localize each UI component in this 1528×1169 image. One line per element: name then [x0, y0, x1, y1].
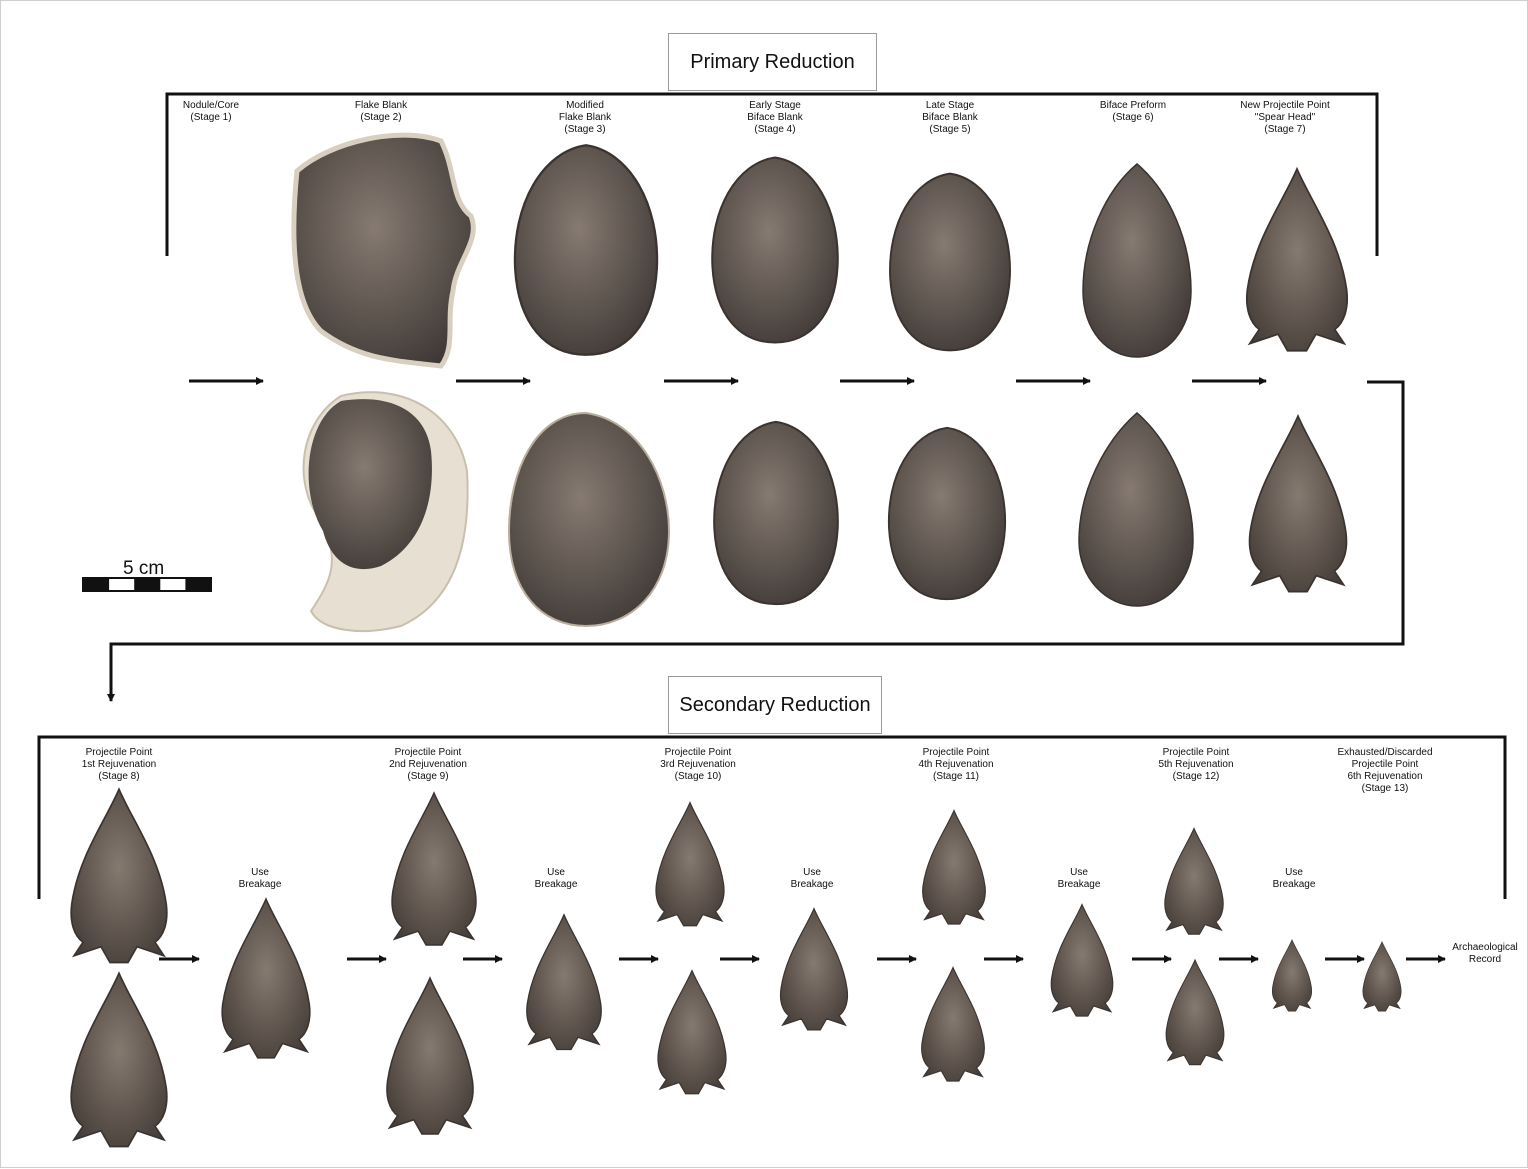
use-breakage-label: Use Breakage: [215, 867, 305, 891]
stage9-broken-point: [527, 915, 601, 1050]
early-biface-reverse-specimen: [714, 422, 838, 604]
secondary-specimens: [71, 789, 1401, 1146]
stage13-exhausted-point: [1363, 942, 1401, 1011]
secondary-reduction-title: Secondary Reduction: [668, 676, 882, 734]
stage11-point-bottom: [922, 967, 985, 1081]
primary-bottom-specimens: [304, 392, 1347, 631]
scale-label: 5 cm: [123, 558, 164, 580]
late-biface-blank-specimen: [890, 174, 1010, 351]
stage-8-label: Projectile Point 1st Rejuvenation (Stage…: [49, 747, 189, 783]
stage12-point-top: [1165, 828, 1223, 934]
stage-6-label: Biface Preform (Stage 6): [1063, 100, 1203, 124]
stage12-broken-point: [1272, 940, 1311, 1011]
stage-11-label: Projectile Point 4th Rejuvenation (Stage…: [886, 747, 1026, 783]
primary-top-specimens: [294, 135, 1347, 366]
stage-1-label: Nodule/Core (Stage 1): [141, 100, 281, 124]
stage-2-label: Flake Blank (Stage 2): [311, 100, 451, 124]
late-biface-reverse-specimen: [889, 428, 1005, 599]
stage12-point-bottom: [1166, 960, 1224, 1065]
modified-flake-blank-specimen: [515, 145, 657, 354]
new-projectile-point-specimen: [1247, 169, 1347, 351]
use-breakage-label: Use Breakage: [767, 867, 857, 891]
use-breakage-label: Use Breakage: [1249, 867, 1339, 891]
use-breakage-label: Use Breakage: [511, 867, 601, 891]
stage9-point-top: [392, 793, 476, 945]
stage8-broken-point: [222, 899, 310, 1058]
stage10-point-top: [656, 803, 724, 926]
stage11-point-top: [923, 810, 986, 924]
stage10-point-bottom: [658, 971, 726, 1094]
stage-12-label: Projectile Point 5th Rejuvenation (Stage…: [1126, 747, 1266, 783]
stage10-broken-point: [781, 909, 848, 1030]
flake-blank-specimen: [294, 135, 473, 366]
use-breakage-label: Use Breakage: [1034, 867, 1124, 891]
primary-reduction-title: Primary Reduction: [668, 33, 877, 91]
stage-9-label: Projectile Point 2nd Rejuvenation (Stage…: [358, 747, 498, 783]
flake-blank-reverse-specimen: [509, 413, 669, 626]
stage8-point-top: [71, 789, 167, 962]
biface-preform-reverse-specimen: [1079, 413, 1193, 606]
stage-7-label: New Projectile Point "Spear Head" (Stage…: [1215, 100, 1355, 136]
stage-10-label: Projectile Point 3rd Rejuvenation (Stage…: [628, 747, 768, 783]
stage-3-label: Modified Flake Blank (Stage 3): [515, 100, 655, 136]
stage-5-label: Late Stage Biface Blank (Stage 5): [880, 100, 1020, 136]
stage-13-label: Exhausted/Discarded Projectile Point 6th…: [1315, 747, 1455, 795]
stage-4-label: Early Stage Biface Blank (Stage 4): [705, 100, 845, 136]
new-projectile-point-reverse-specimen: [1250, 416, 1347, 592]
stage11-broken-point: [1051, 904, 1113, 1016]
archaeological-record-label: Archaeological Record: [1440, 942, 1528, 966]
stage8-point-bottom: [71, 973, 167, 1146]
stage9-point-bottom: [387, 978, 473, 1134]
early-biface-blank-specimen: [712, 158, 837, 343]
biface-preform-specimen: [1083, 164, 1191, 357]
